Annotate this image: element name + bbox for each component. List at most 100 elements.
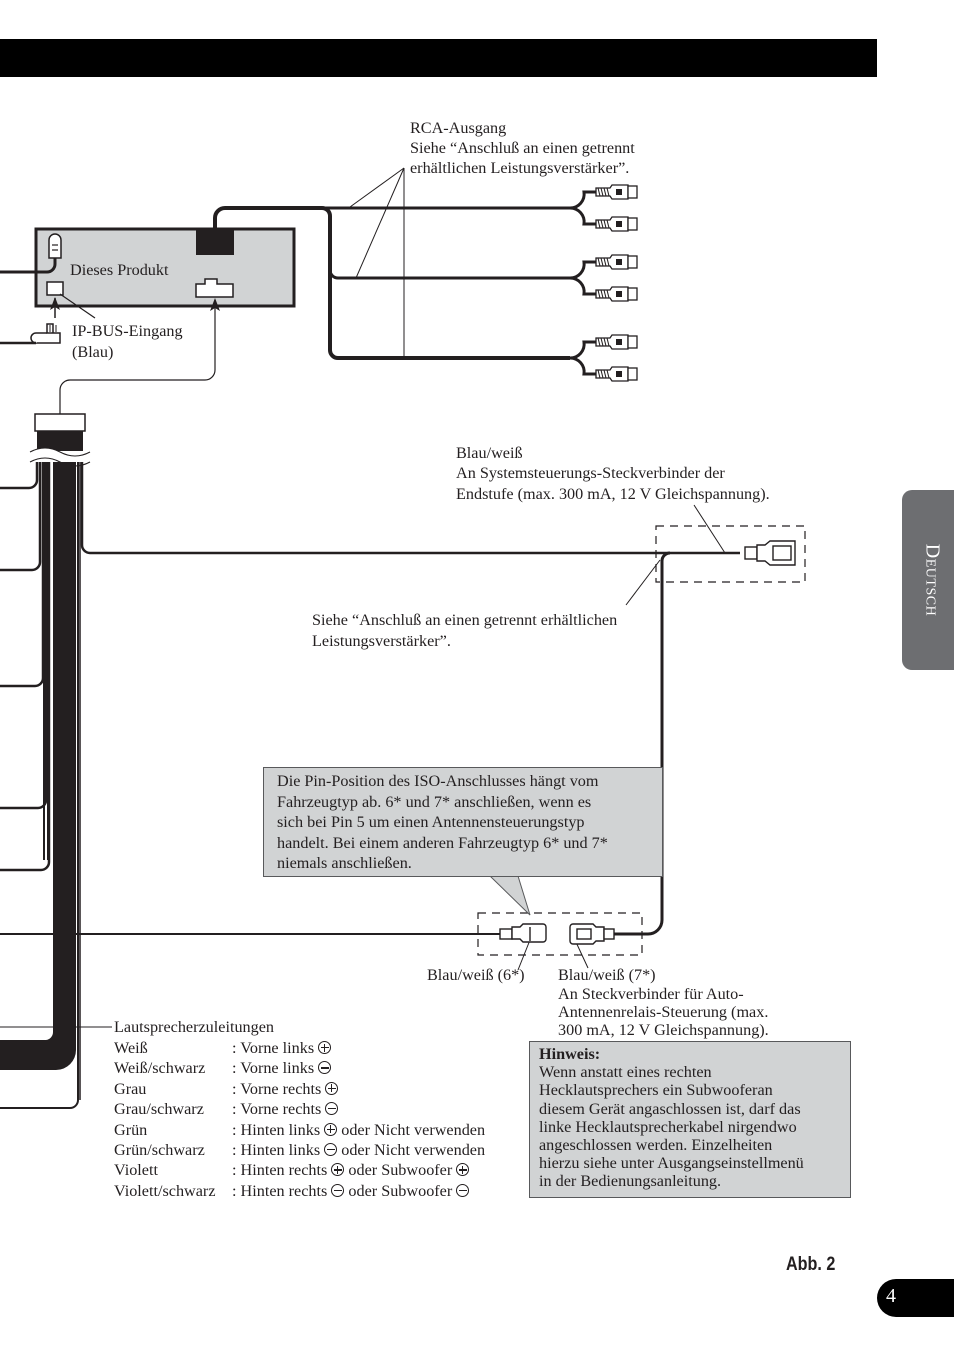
speaker-wire-color: Violett/schwarz xyxy=(114,1181,216,1200)
speaker-wire-color: Grün xyxy=(114,1120,148,1139)
speaker-wire-color: Weiß/schwarz xyxy=(114,1059,206,1078)
speaker-wire-position: : Vorne links xyxy=(232,1059,315,1078)
speaker-wire-function: : Vorne links xyxy=(232,1058,332,1078)
speaker-wire-position: : Hinten links xyxy=(232,1141,321,1160)
connector6-label: Blau/weiß (6*) xyxy=(427,966,525,984)
rca-pair-subwoofer xyxy=(569,340,596,376)
rca-label-line1: RCA-Ausgang xyxy=(410,119,507,137)
hinweis-line1: Wenn anstatt eines rechten xyxy=(539,1063,712,1082)
speaker-wire-position: : Vorne links xyxy=(232,1039,315,1057)
plus-circle-icon xyxy=(456,1163,470,1177)
plus-circle-icon xyxy=(325,1081,339,1095)
plus-circle-icon xyxy=(324,1122,338,1136)
speaker-wire-position: : Hinten rechts xyxy=(232,1161,328,1180)
connector7-label-line3: Antennenrelais-Steuerung (max. xyxy=(558,1003,769,1021)
speaker-wire-position: : Vorne rechts xyxy=(232,1079,322,1098)
product-unit xyxy=(34,227,296,308)
speaker-wire-function: : Vorne rechts xyxy=(232,1099,339,1119)
speaker-wire-alternative: oder Subwoofer xyxy=(348,1161,453,1180)
iso-note-line3: sich bei Pin 5 um einen Antennensteuerun… xyxy=(277,813,585,832)
speaker-wire-alternative: oder Nicht verwenden xyxy=(341,1120,486,1139)
remote-label-line3: Endstufe (max. 300 mA, 12 V Gleichspannu… xyxy=(456,485,770,503)
harness-port xyxy=(195,278,234,298)
rca-plug-icon xyxy=(595,286,638,302)
language-tab[interactable]: Deutsch xyxy=(902,490,954,670)
hinweis-line5: angeschlossen werden. Einzelheiten xyxy=(539,1136,773,1155)
minus-circle-icon xyxy=(456,1183,470,1197)
page-number-tab: 4 xyxy=(877,1279,954,1317)
speaker-wire-color: Violett xyxy=(114,1161,158,1180)
remote-label-line1: Blau/weiß xyxy=(456,444,523,462)
page-number: 4 xyxy=(886,1285,896,1307)
rca-pair-rear xyxy=(569,260,596,296)
speaker-wire-alternative: oder Nicht verwenden xyxy=(341,1141,486,1160)
speaker-wire-position: : Vorne rechts xyxy=(232,1100,322,1119)
harness-connector xyxy=(34,413,86,432)
rca-output-block xyxy=(196,229,234,255)
hinweis-title: Hinweis: xyxy=(539,1045,601,1063)
speaker-wire-function: : Hinten links oder Nicht verwenden xyxy=(232,1120,485,1140)
speaker-lead-row: Violett : Hinten rechts oder Subwoofer xyxy=(114,1160,485,1180)
hinweis-line6: hierzu siehe unter Ausgangseinstellmenü xyxy=(539,1154,804,1173)
rca-label-line2: Siehe “Anschluß an einen getrennt xyxy=(410,139,635,157)
rca-plug-icon xyxy=(595,334,638,350)
rca-plug-icon xyxy=(595,216,638,232)
ipbus-port xyxy=(46,281,64,296)
rca-plug-icon xyxy=(595,254,638,270)
speaker-lead-row: Grün : Hinten links oder Nicht verwenden xyxy=(114,1120,485,1140)
iso-note-line5: niemals anschließen. xyxy=(277,854,412,873)
remote-plug-icon xyxy=(744,540,796,566)
plus-circle-icon xyxy=(318,1041,332,1054)
speaker-wire-color: Weiß xyxy=(114,1039,148,1057)
minus-circle-icon xyxy=(324,1143,338,1157)
hinweis-line3: diesem Gerät angaschlossen ist, darf das xyxy=(539,1099,801,1118)
hinweis-line4: linke Hecklautsprecherkabel nirgendwo xyxy=(539,1117,797,1136)
iso-plug-7-icon xyxy=(569,923,615,945)
product-label: Dieses Produkt xyxy=(70,261,169,279)
speaker-wire-function: : Hinten rechts oder Subwoofer xyxy=(232,1160,470,1180)
hinweis-line7: in der Bedienungsanleitung. xyxy=(539,1172,722,1191)
header-bar xyxy=(0,39,877,77)
language-tab-label: Deutsch xyxy=(921,543,944,617)
amp-ref-line2: Leistungsverstärker”. xyxy=(312,632,451,650)
iso-note-line4: handelt. Bei einem anderen Fahrzeugtyp 6… xyxy=(277,833,608,852)
speaker-lead-row: Grün/schwarz : Hinten links oder Nicht ve… xyxy=(114,1140,485,1160)
minus-circle-icon xyxy=(325,1102,339,1116)
speaker-wire-function: : Vorne links xyxy=(232,1038,332,1058)
iso-note-line2: Fahrzeugtyp ab. 6* und 7* anschließen, w… xyxy=(277,792,592,811)
speaker-wire-alternative: oder Subwoofer xyxy=(348,1181,453,1200)
rca-plug-icon xyxy=(595,366,638,382)
speaker-leads-table: Weiß : Vorne links Weiß/schwarz : Vorne li… xyxy=(114,1038,485,1201)
figure-label: Abb. 2 xyxy=(786,1254,836,1275)
speaker-wire-function: : Hinten links oder Nicht verwenden xyxy=(232,1140,485,1160)
speaker-leads-title: Lautsprecherzuleitungen xyxy=(114,1018,275,1036)
iso-connector-box xyxy=(477,912,643,956)
hinweis-line2: Hecklautsprechers ein Subwooferan xyxy=(539,1081,773,1100)
speaker-lead-row: Violett/schwarz : Hinten rechts oder Subw… xyxy=(114,1181,485,1201)
ipbus-label-line2: (Blau) xyxy=(72,343,114,361)
speaker-lead-row: Weiß : Vorne links xyxy=(114,1038,485,1058)
rca-plug-icon xyxy=(595,184,638,200)
connector7-label-line2: An Steckverbinder für Auto- xyxy=(558,985,744,1003)
harness-trunk xyxy=(53,462,76,1027)
iso-note-callout: Die Pin-Position des ISO-Anschlusses hän… xyxy=(263,767,663,877)
iso-plug-6-icon xyxy=(499,923,547,943)
plus-circle-icon xyxy=(331,1163,345,1177)
speaker-wire-function: : Hinten rechts oder Subwoofer xyxy=(232,1181,470,1201)
remote-connector-box xyxy=(655,525,806,583)
remote-label-line2: An Systemsteuerungs-Steckverbinder der xyxy=(456,464,725,482)
rca-label-line3: erhältlichen Leistungsverstärker”. xyxy=(410,159,630,177)
rca-pair-front xyxy=(569,190,596,226)
connector7-label-line1: Blau/weiß (7*) xyxy=(558,966,656,984)
speaker-wire-color: Grau/schwarz xyxy=(114,1100,204,1119)
speaker-wire-color: Grün/schwarz xyxy=(114,1141,205,1160)
speaker-wire-color: Grau xyxy=(114,1079,147,1098)
ipbus-label-line1: IP-BUS-Eingang xyxy=(72,322,183,340)
hinweis-box: Hinweis: Wenn anstatt eines rechten Heck… xyxy=(529,1041,851,1198)
connector7-label-line4: 300 mA, 12 V Gleichspannung). xyxy=(558,1021,769,1039)
speaker-lead-row: Weiß/schwarz : Vorne links xyxy=(114,1058,485,1078)
minus-circle-icon xyxy=(331,1183,345,1197)
speaker-wire-function: : Vorne rechts xyxy=(232,1079,339,1099)
antenna-plug-icon xyxy=(48,233,62,259)
